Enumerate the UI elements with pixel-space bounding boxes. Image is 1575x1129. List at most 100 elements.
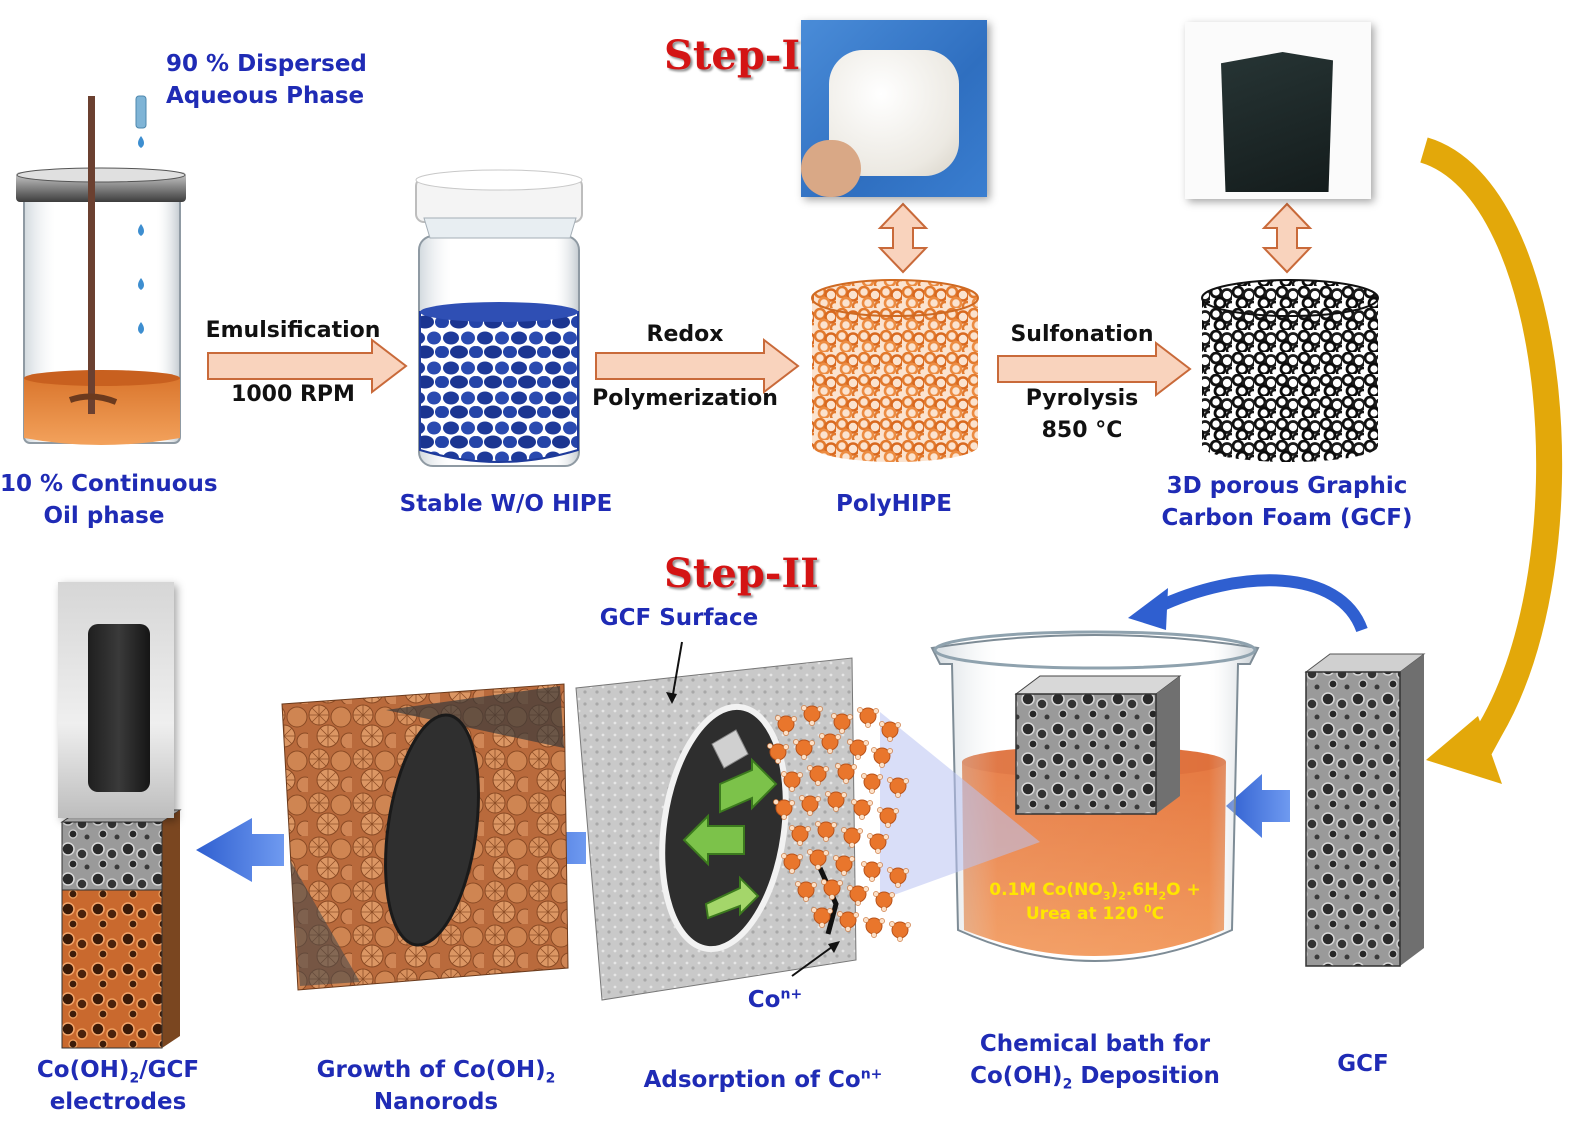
bath-description-line2-sub: 2 [1062, 1076, 1073, 1093]
cobalt-ion-satellite [857, 707, 863, 713]
bath-description-line2: Co(OH)2 Deposition [954, 1060, 1236, 1092]
emulsion-beaker [16, 96, 186, 445]
electrode-label: Co(OH)2/GCF electrodes [20, 1054, 216, 1118]
cobalt-ion-satellite [877, 862, 883, 868]
curved-arrow-to-gcf [1419, 137, 1563, 784]
gcf-surface-label: GCF Surface [599, 605, 759, 631]
cobalt-ion-satellite [821, 879, 827, 885]
cobalt-ion-satellite [849, 842, 855, 848]
cobalt-ion-satellite [855, 754, 861, 760]
cobalt-ion-satellite [815, 821, 821, 827]
cobalt-ion-satellite [767, 743, 773, 749]
cobalt-ion-satellite [861, 773, 867, 779]
cobalt-ion-satellite [873, 708, 879, 714]
cobalt-ion-satellite [773, 799, 779, 805]
bath-formula-line: 0.1M Co(NO3)2.6H2O + [978, 878, 1212, 902]
cobalt-ion-satellite [833, 855, 839, 861]
cobalt-ion-satellite [869, 788, 875, 794]
bath-formula-sub: 3 [1102, 889, 1111, 903]
cobalt-ion-satellite [801, 754, 807, 760]
bath-formula-sub: 2 [1158, 889, 1167, 903]
cobalt-ion-satellite [845, 926, 851, 932]
growth-line1-a: Growth of Co(OH) [316, 1057, 546, 1083]
cobalt-ion-satellite [879, 918, 885, 924]
aqueous-phase-line1: 90 % Dispersed [166, 51, 367, 77]
electrode-block [60, 809, 182, 1049]
cobalt-ion-satellite [847, 714, 853, 720]
cobalt-ion-satellite [789, 786, 795, 792]
pointer-gcf-surface [666, 641, 683, 704]
bath-degree-sup: 0 [1143, 902, 1152, 916]
rpm-label: 1000 RPM [231, 382, 355, 407]
cobalt-ion-satellite [837, 911, 843, 917]
cobalt-ion-satellite [865, 722, 871, 728]
pyrolysis-label: Pyrolysis [1025, 386, 1139, 411]
cobalt-ion-satellite [839, 728, 845, 734]
cobalt-ion-satellite [871, 932, 877, 938]
cobalt-ion-satellite [823, 850, 829, 856]
hipe-label: Stable W/O HIPE [399, 491, 613, 517]
cobalt-ion-satellite [857, 828, 863, 834]
cobalt-ion-satellite [881, 906, 887, 912]
cobalt-ion-satellite [895, 882, 901, 888]
cobalt-ion-satellite [847, 885, 853, 891]
adsorption-text: Adsorption of Co [643, 1067, 861, 1093]
growth-line1-sub: 2 [545, 1070, 556, 1087]
cobalt-ion-satellite [819, 733, 825, 739]
cobalt-ion-satellite [877, 807, 883, 813]
step-1-title: Step-I [664, 32, 801, 79]
cobalt-ion-satellite [903, 868, 909, 874]
double-arrow-gcf-icon [1261, 202, 1313, 274]
cobalt-ion-satellite [797, 772, 803, 778]
cobalt-ion-satellite [827, 908, 833, 914]
arrow-pyrolysis [997, 340, 1192, 398]
cobalt-ion-satellite [869, 876, 875, 882]
gcf-label: GCF [1337, 1051, 1389, 1077]
bath-formula-part: 0.1M Co(NO [989, 880, 1103, 900]
chemical-bath-beaker [930, 630, 1260, 962]
adsorption-sup: n+ [860, 1066, 883, 1083]
hipe-jar [415, 169, 583, 467]
cobalt-ion-satellite [789, 825, 795, 831]
cobalt-ion-satellite [807, 849, 813, 855]
bath-formula-part: ) [1110, 880, 1119, 900]
cobalt-ion-satellite [903, 778, 909, 784]
oil-phase-line1: 10 % Continuous [0, 471, 218, 497]
oil-phase-label: 10 % Continuous Oil phase [0, 468, 218, 532]
cobalt-ion-satellite [815, 780, 821, 786]
cobalt-ion-satellite [801, 705, 807, 711]
cobalt-ion-satellite [823, 766, 829, 772]
cobalt-ion-satellite [807, 765, 813, 771]
electrode-line1-a: Co(OH) [36, 1057, 130, 1083]
redox-label: Redox [646, 322, 724, 347]
gcf-block [1304, 653, 1426, 967]
oil-phase-line2: Oil phase [43, 503, 165, 529]
cobalt-ion-satellite [789, 800, 795, 806]
photo-electrode-sample [58, 582, 174, 818]
cobalt-ion-satellite [841, 870, 847, 876]
cobalt-ion-satellite [791, 716, 797, 722]
bath-description-line2-a: Co(OH) [970, 1063, 1063, 1089]
adsorption-label: Adsorption of Con+ [636, 1064, 890, 1096]
cobalt-ion-satellite [871, 747, 877, 753]
cobalt-ion-satellite [851, 799, 857, 805]
electrode-line2: electrodes [49, 1089, 187, 1115]
cobalt-ion-satellite [851, 764, 857, 770]
bath-solution-label: 0.1M Co(NO3)2.6H2O + Urea at 120 0C [978, 878, 1212, 926]
bath-formula-part: .6H [1125, 880, 1159, 900]
cobalt-ion-satellite [887, 867, 893, 873]
cobalt-ion-satellite [879, 762, 885, 768]
electrode-line1-sub: 2 [129, 1070, 140, 1087]
cobalt-ion-satellite [781, 771, 787, 777]
cobalt-ion-satellite [895, 792, 901, 798]
cobalt-ion-satellite [863, 917, 869, 923]
cobalt-ion-satellite [807, 810, 813, 816]
cobalt-ion-satellite [783, 744, 789, 750]
cobalt-ion-satellite [831, 713, 837, 719]
emulsification-label: Emulsification [205, 318, 381, 343]
gcf-description-label: 3D porous Graphic Carbon Foam (GCF) [1152, 470, 1422, 534]
cobalt-ion-satellite [781, 853, 787, 859]
cobalt-ion-satellite [837, 880, 843, 886]
